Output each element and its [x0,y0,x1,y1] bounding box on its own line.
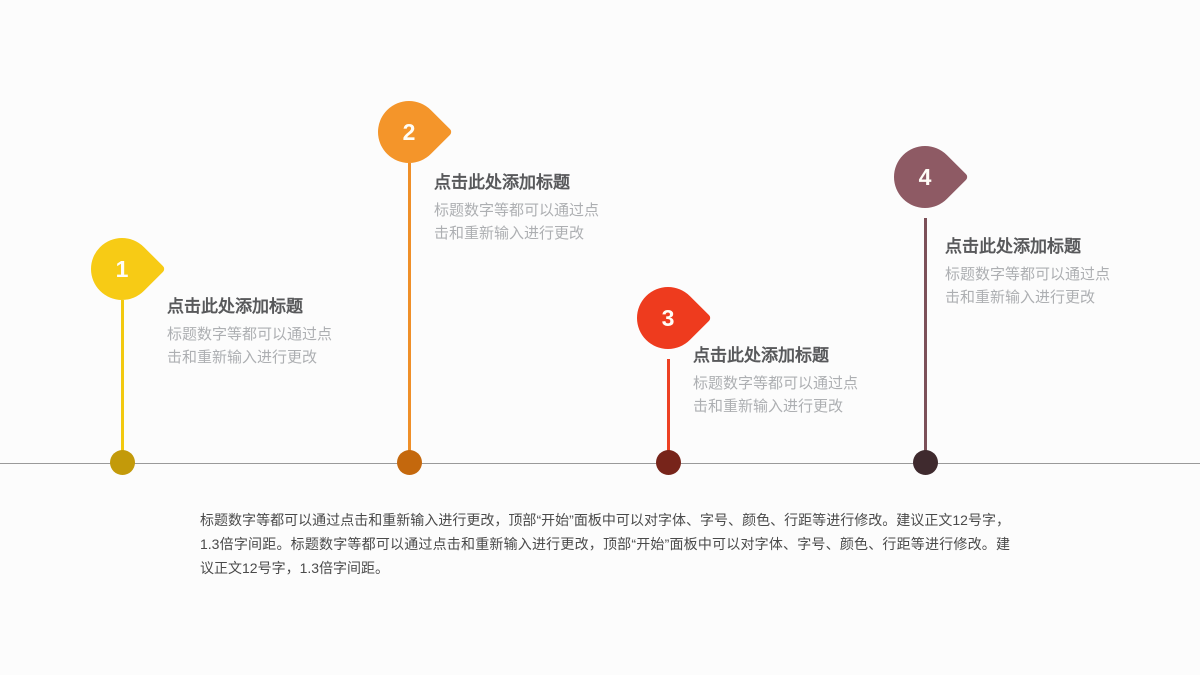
milestone-4-text: 点击此处添加标题 标题数字等都可以通过点击和重新输入进行更改 [945,236,1160,310]
milestone-1-pin-icon[interactable]: 1 [78,225,166,313]
milestone-2-description: 标题数字等都可以通过点击和重新输入进行更改 [434,201,600,242]
milestone-4-title: 点击此处添加标题 [945,237,1081,256]
milestone-4-dot [912,450,938,475]
timeline-axis [0,463,1200,464]
milestone-3-number: 3 [661,304,675,331]
milestone-1-text: 点击此处添加标题 标题数字等都可以通过点击和重新输入进行更改 [167,296,382,370]
milestone-3-stem [666,359,670,452]
milestone-3-dot [655,450,681,475]
milestone-4-pin-icon[interactable]: 4 [881,133,969,221]
milestone-1-dot [109,450,135,475]
milestone-3-description: 标题数字等都可以通过点击和重新输入进行更改 [693,374,859,415]
milestone-3-title: 点击此处添加标题 [693,346,829,365]
milestone-2-title: 点击此处添加标题 [434,173,570,192]
milestone-2-stem [407,163,411,452]
milestone-2-text: 点击此处添加标题 标题数字等都可以通过点击和重新输入进行更改 [434,172,649,246]
milestone-4-stem [923,218,927,452]
milestone-2-dot [396,450,422,475]
milestone-1-stem [120,300,124,452]
milestone-1-title: 点击此处添加标题 [167,297,303,316]
milestone-4-number: 4 [918,163,932,190]
bottom-paragraph: 标题数字等都可以通过点击和重新输入进行更改，顶部“开始”面板中可以对字体、字号、… [200,512,1010,577]
milestone-3-text: 点击此处添加标题 标题数字等都可以通过点击和重新输入进行更改 [693,345,908,419]
milestone-1-number: 1 [115,255,129,282]
milestone-2-pin-icon[interactable]: 2 [365,88,453,176]
milestone-1-description: 标题数字等都可以通过点击和重新输入进行更改 [167,325,333,366]
milestone-2-number: 2 [402,118,416,145]
milestone-4-description: 标题数字等都可以通过点击和重新输入进行更改 [945,265,1111,306]
